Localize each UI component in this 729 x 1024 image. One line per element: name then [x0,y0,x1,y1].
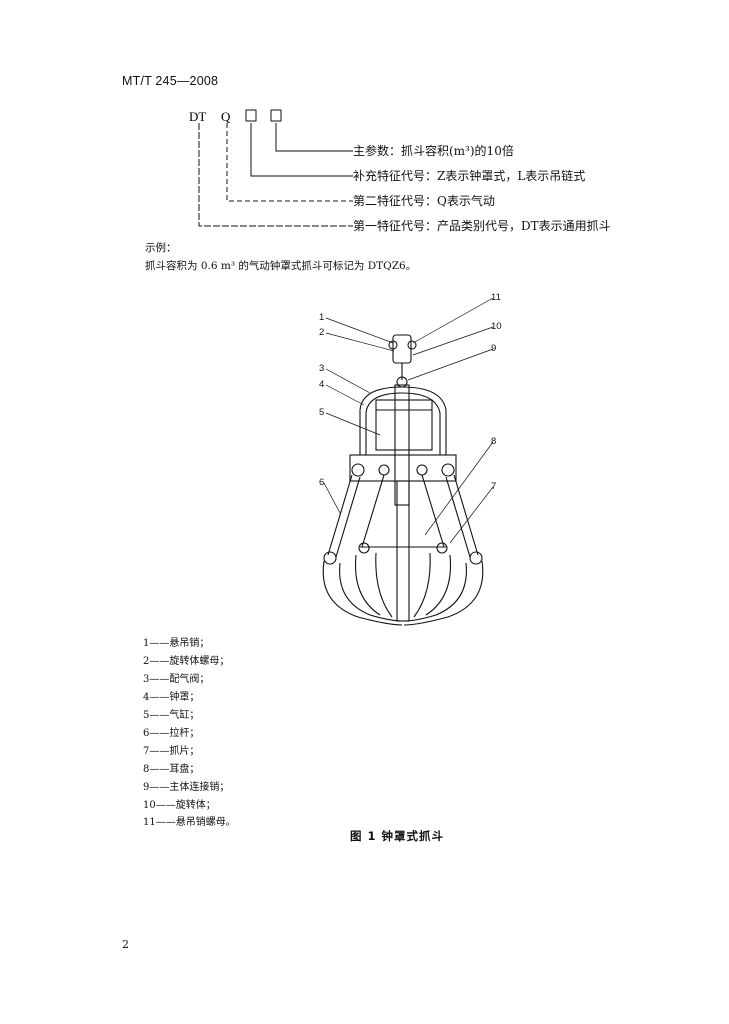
code-line-main-param: 主参数：抓斗容积(m³)的10倍 [353,144,514,158]
cylinder [375,399,433,451]
example-label: 示例： [145,242,177,254]
joint-right-icon [441,463,455,477]
pin-left-icon [388,340,398,350]
example-text: 抓斗容积为 0.6 m³ 的气动钟罩式抓斗可标记为 DTQZ6。 [145,260,417,272]
standard-number: MT/T 245—2008 [122,74,219,88]
code-box-2 [270,109,282,122]
callout-7: 7 [491,481,497,492]
callout-10: 10 [491,321,502,332]
tie-rod-right [453,474,479,556]
callout-4: 4 [319,379,325,390]
tie-rod-left [327,474,353,556]
legend-item-4: 4——钟罩； [143,692,200,703]
legend-item-5: 5——气缸； [143,710,200,721]
ear-plate-band [349,454,457,482]
legend-item-7: 7——抓片； [143,746,200,757]
callout-3: 3 [319,363,325,374]
code-line-first-feature: 第一特征代号：产品类别代号，DT表示通用抓斗 [353,219,611,233]
callout-2: 2 [319,327,325,338]
callout-1: 1 [319,312,325,323]
callout-6: 6 [319,477,325,488]
code-line-second-feature: 第二特征代号：Q表示气动 [353,194,495,208]
grab-shell-left [322,560,403,626]
page-number: 2 [122,938,129,951]
callout-11: 11 [491,292,501,303]
legend-item-6: 6——拉杆； [143,728,200,739]
legend-item-3: 3——配气阀； [143,674,210,685]
code-designation-diagram: DT Q [189,109,353,227]
callout-8: 8 [491,436,497,447]
code-box-1 [245,109,257,122]
joint-left-icon [351,463,365,477]
code-letter-dt: DT [189,109,206,124]
legend-item-8: 8——耳盘； [143,764,200,775]
bell-cover [359,386,447,455]
legend-item-9: 9——主体连接销； [143,782,230,793]
suspension-clevis [392,334,412,364]
callout-leaders [323,297,494,544]
code-letter-q: Q [221,109,231,124]
code-leader-lines [198,123,353,227]
code-line-supplementary: 补充特征代号：Z表示钟罩式，L表示吊链式 [353,169,586,183]
legend-item-2: 2——旋转体螺母； [143,656,230,667]
figure-caption: 图 1 钟罩式抓斗 [350,829,445,843]
legend-item-11: 11——悬吊销螺母。 [143,817,236,828]
callout-5: 5 [319,407,325,418]
legend-item-1: 1——悬吊销； [143,638,210,649]
pin-right-icon [407,340,417,350]
callout-9: 9 [491,343,497,354]
grab-shell-right [403,560,484,626]
bell-grab-figure [322,297,494,626]
legend-item-10: 10——旋转体； [143,800,216,811]
